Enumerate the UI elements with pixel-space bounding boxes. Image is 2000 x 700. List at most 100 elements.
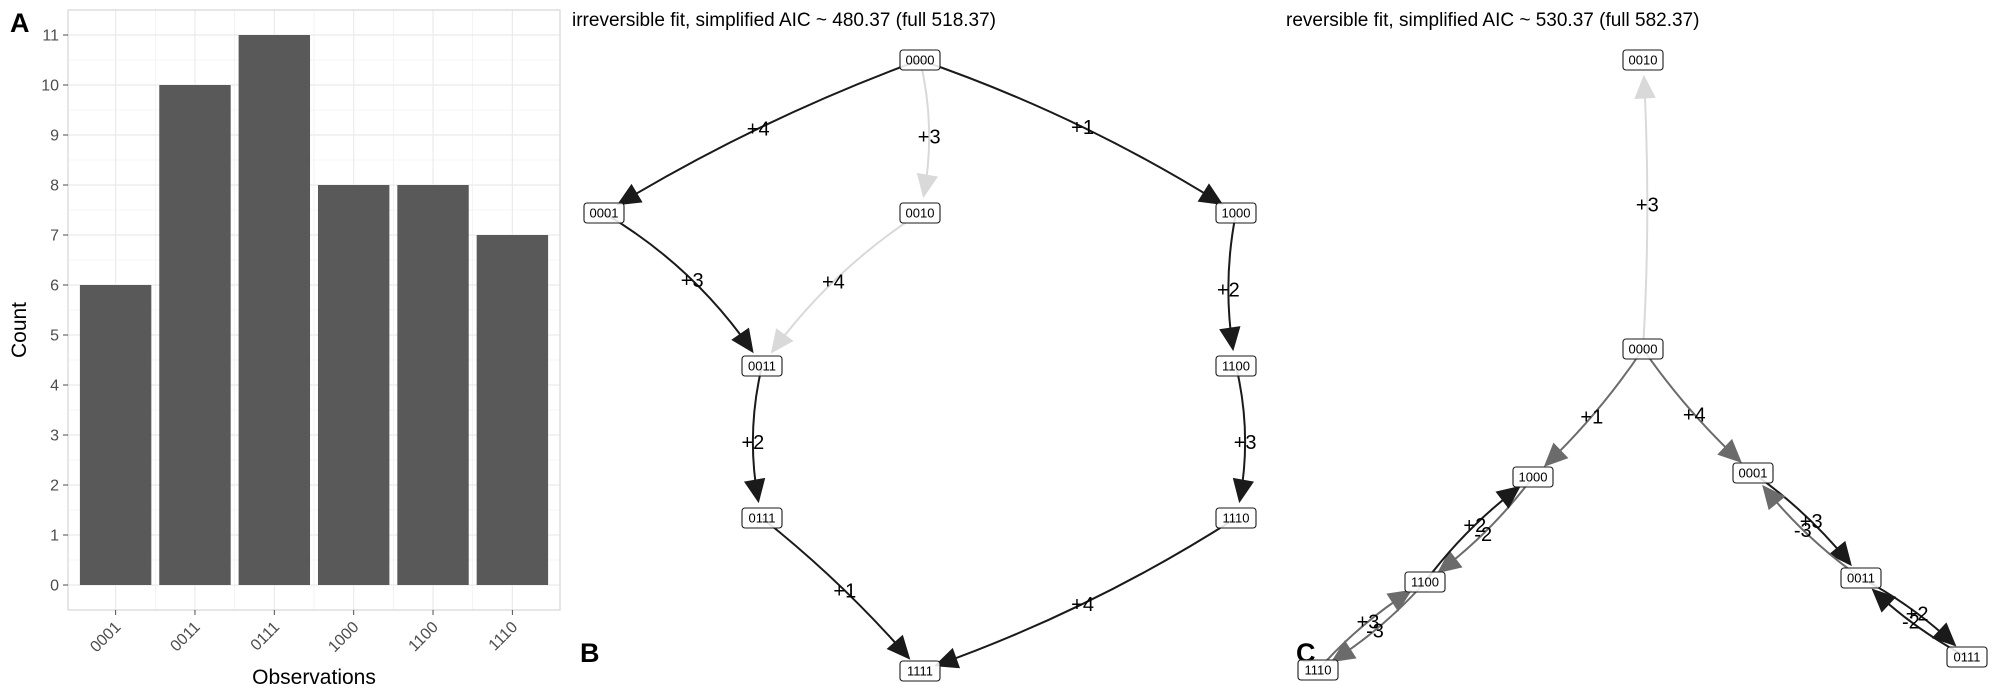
- edge-line: [938, 517, 1237, 666]
- edge-label: +2: [1463, 515, 1486, 537]
- edge-0000-to-0010: +3: [916, 59, 941, 199]
- irreversible-graph-edges: +4+3+1+3+4+2+2+3+1+4: [603, 59, 1257, 669]
- edge-arrowhead: [1931, 622, 1957, 647]
- y-tick-label: 8: [50, 178, 59, 195]
- edge-label: -2: [1902, 612, 1920, 634]
- y-tick-label: 1: [50, 528, 59, 545]
- node-label: 0111: [749, 511, 776, 526]
- reversible-graph-title: reversible fit, simplified AIC ~ 530.37 …: [1286, 10, 1699, 31]
- x-tick-label: 0111: [248, 619, 284, 655]
- edge-label: +3: [918, 127, 941, 149]
- bar: [159, 85, 231, 585]
- node-0010: 0010: [899, 202, 941, 224]
- node-label: 0000: [1629, 342, 1658, 357]
- edge-label: -2: [1474, 524, 1492, 546]
- edge-1100-to-1110: -3: [1330, 581, 1426, 663]
- bar: [397, 185, 469, 585]
- edge-arrowhead: [886, 634, 911, 660]
- node-0010: 0010: [1622, 49, 1664, 71]
- y-tick-label: 4: [50, 378, 59, 395]
- edge-label: +2: [1906, 603, 1929, 625]
- edge-arrowhead: [616, 183, 643, 206]
- edge-arrowhead: [1717, 438, 1742, 464]
- edge-arrowhead: [1386, 589, 1413, 612]
- edge-arrowhead: [1543, 442, 1569, 467]
- edge-line: [761, 517, 908, 657]
- node-0011: 0011: [1840, 567, 1882, 589]
- edge-line: [620, 59, 921, 204]
- node-label: 0010: [906, 206, 935, 221]
- chart-bars: [79, 35, 549, 585]
- y-tick-label: 3: [50, 428, 59, 445]
- edge-label: -3: [1794, 520, 1812, 542]
- reversible-graph-edges: +3+1+4-2+2-3+3+3-3+2-2: [1317, 74, 1968, 671]
- node-0001: 0001: [583, 202, 625, 224]
- edge-label: +3: [681, 270, 704, 292]
- edge-line: [1764, 488, 1862, 579]
- edge-0001-to-0011: +3: [603, 212, 754, 354]
- node-box: [899, 202, 941, 224]
- node-0011: 0011: [741, 355, 783, 377]
- edge-label: +3: [1800, 511, 1823, 533]
- node-box: [1297, 659, 1339, 681]
- x-tick-label: 1110: [486, 619, 522, 655]
- node-1100: 1100: [1404, 571, 1446, 593]
- y-tick-label: 5: [50, 328, 59, 345]
- node-label: 0000: [906, 53, 935, 68]
- edge-line: [773, 212, 921, 351]
- edge-label: +3: [1357, 612, 1380, 634]
- edge-line: [603, 212, 752, 350]
- edge-0000-to-0001: +4: [616, 59, 921, 206]
- edge-arrowhead: [1437, 550, 1463, 574]
- node-box: [741, 355, 783, 377]
- bar: [79, 285, 152, 585]
- edge-1000-to-1100: -2: [1437, 476, 1534, 574]
- node-box: [1215, 507, 1257, 529]
- node-1000: 1000: [1215, 202, 1257, 224]
- edge-label: +2: [741, 432, 764, 454]
- edge-0000-to-1000: +1: [1543, 348, 1644, 467]
- x-tick-label: 0001: [87, 619, 124, 656]
- node-box: [1622, 49, 1664, 71]
- node-label: 0011: [748, 359, 776, 374]
- edge-arrowhead: [934, 647, 961, 669]
- chart-panel-border: [67, 9, 561, 611]
- irreversible-graph-panel: irreversible fit, simplified AIC ~ 480.3…: [572, 10, 1257, 682]
- node-box: [1732, 462, 1774, 484]
- panel-b-letter: B: [580, 638, 600, 668]
- edge-arrowhead: [731, 327, 754, 354]
- edge-label: +1: [1071, 117, 1094, 139]
- node-label: 1110: [1223, 511, 1250, 526]
- node-0111: 0111: [1946, 646, 1988, 668]
- node-label: 1100: [1222, 359, 1250, 374]
- node-box: [1215, 202, 1257, 224]
- edge-arrowhead: [1762, 484, 1786, 511]
- node-box: [1512, 466, 1554, 488]
- node-box: [583, 202, 625, 224]
- y-tick-label: 2: [50, 478, 59, 495]
- bar: [238, 35, 311, 585]
- node-0001: 0001: [1732, 462, 1774, 484]
- edge-label: +4: [1683, 404, 1706, 426]
- node-label: 0111: [1954, 650, 1981, 665]
- edge-0011-to-0111: +2: [741, 365, 766, 504]
- edge-label: +4: [1071, 594, 1094, 616]
- node-1100: 1100: [1215, 355, 1257, 377]
- edge-arrowhead: [1495, 485, 1521, 509]
- edge-arrowhead: [743, 477, 766, 504]
- edge-1100-to-1000: +2: [1424, 485, 1521, 583]
- node-label: 1000: [1222, 206, 1251, 221]
- x-tick-label: 1100: [406, 619, 442, 655]
- node-box: [1840, 567, 1882, 589]
- edge-1110-to-1111: +4: [934, 517, 1237, 669]
- edge-1100-to-1110: +3: [1232, 365, 1257, 504]
- node-box: [741, 507, 783, 529]
- edge-label: -3: [1366, 620, 1384, 642]
- panel-a-letter: A: [10, 8, 30, 38]
- node-box: [899, 660, 941, 682]
- node-label: 1100: [1411, 575, 1439, 590]
- edge-0000-to-1000: +1: [919, 59, 1224, 205]
- edge-arrowhead: [1634, 74, 1656, 100]
